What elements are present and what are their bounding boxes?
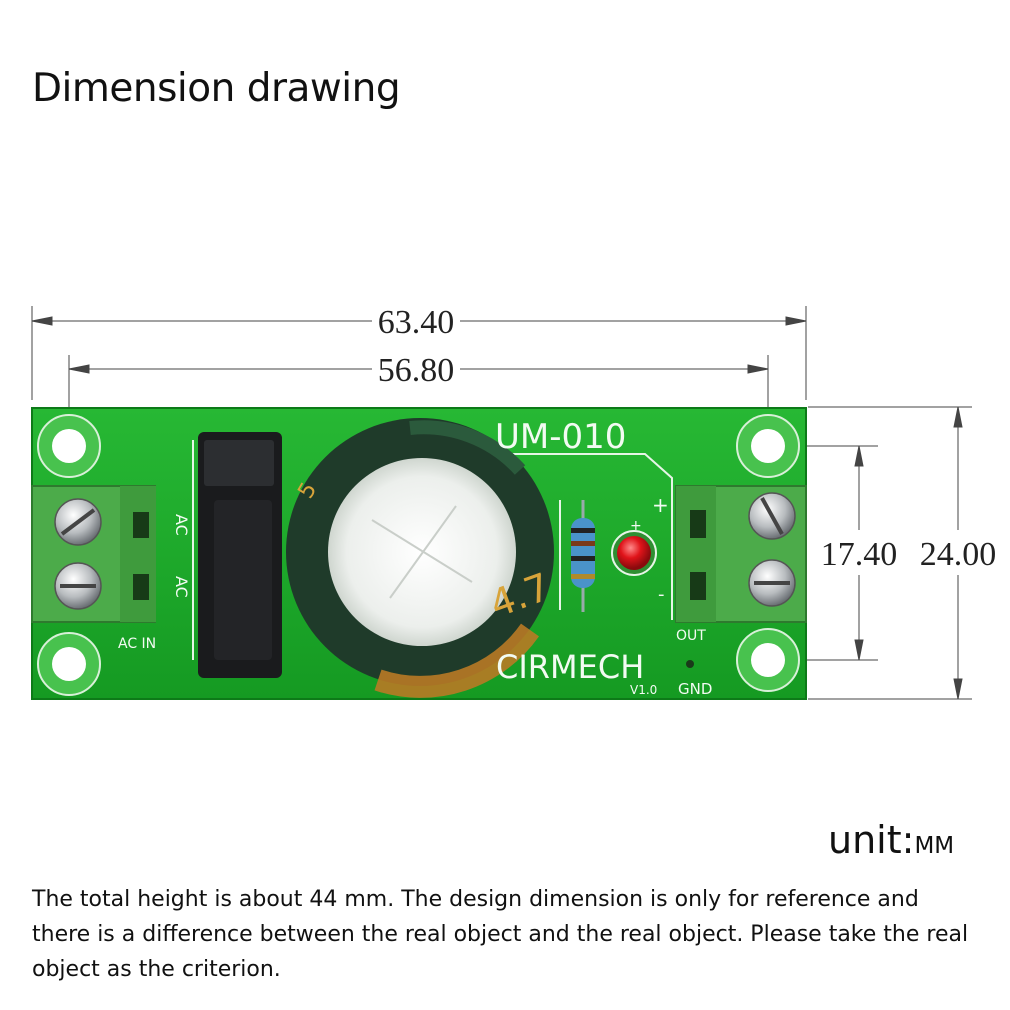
ac-label-top: AC <box>172 514 191 536</box>
resistor <box>571 500 595 612</box>
bridge-rectifier <box>198 432 282 678</box>
unit-prefix: unit: <box>828 818 915 862</box>
overall-width-label: 63.40 <box>378 304 455 341</box>
dimension-overall-height <box>808 406 972 700</box>
pcb-board: 4.7 5 AC AC AC IN UM-010 + + - OUT C <box>31 407 807 700</box>
hole-spacing-x-label: 56.80 <box>378 352 455 389</box>
unit-value: MM <box>914 833 955 859</box>
version-label: V1.0 <box>630 683 657 697</box>
unit-label: unit:MM <box>828 818 954 862</box>
electrolytic-capacitor: 4.7 5 <box>286 418 556 698</box>
dimension-note: The total height is about 44 mm. The des… <box>32 887 969 982</box>
page-title: Dimension drawing <box>32 66 401 111</box>
led-indicator <box>611 530 657 576</box>
silkscreen <box>192 440 673 660</box>
ac-label-bottom: AC <box>172 576 191 598</box>
ac-input-terminal-block <box>31 485 156 623</box>
mounting-hole-bottom-left <box>37 632 101 696</box>
brand-label: CIRMECH <box>496 648 644 686</box>
out-label: OUT <box>676 628 706 644</box>
led-plus-mark: + <box>630 518 642 534</box>
overall-height-label: 24.00 <box>920 536 997 573</box>
plus-label: + <box>652 493 669 517</box>
hole-spacing-y-label: 17.40 <box>821 536 898 573</box>
output-terminal-block <box>675 485 807 623</box>
gnd-label: GND <box>678 680 712 698</box>
mounting-hole-top-right <box>736 414 800 478</box>
minus-label: - <box>658 584 665 605</box>
dimension-overall-width <box>31 306 807 400</box>
mounting-hole-bottom-right <box>736 628 800 692</box>
ac-in-label: AC IN <box>118 636 156 652</box>
test-point <box>686 660 694 668</box>
model-label: UM-010 <box>495 417 626 457</box>
mounting-hole-top-left <box>37 414 101 478</box>
